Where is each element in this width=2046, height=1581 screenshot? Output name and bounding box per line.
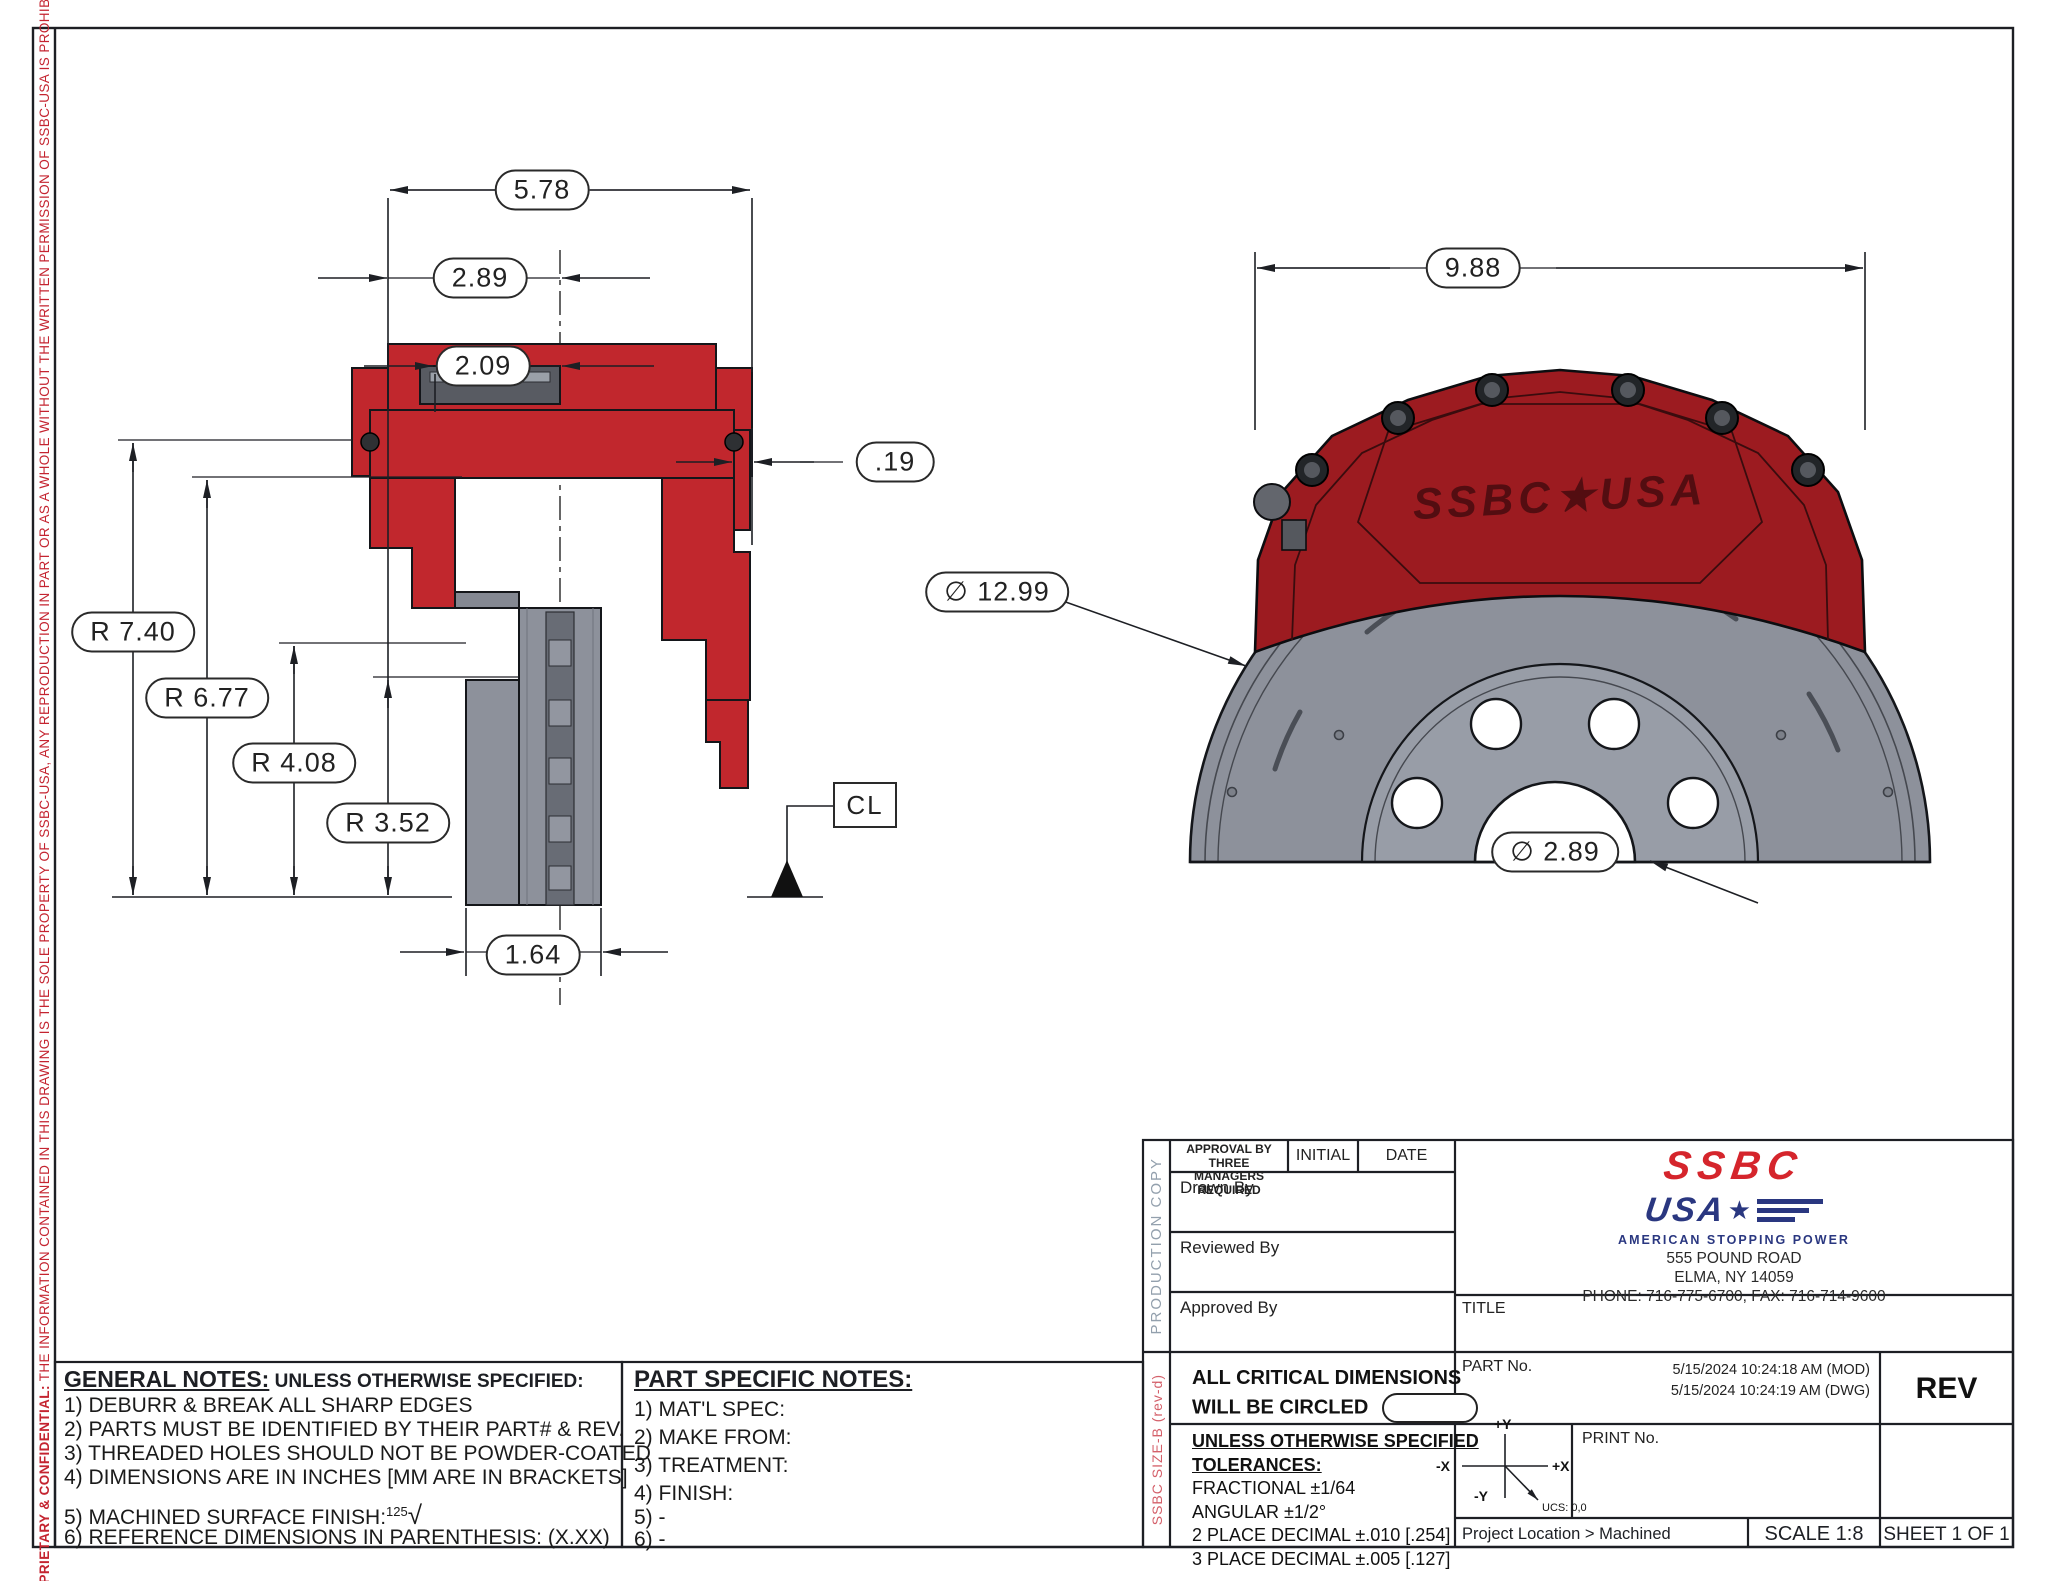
drawn-by-label: Drawn By [1180, 1178, 1254, 1197]
dim-r6-77: R 6.77 [145, 677, 269, 719]
approval-header: APPROVAL BY THREE MANAGERS REQUIRED [1172, 1142, 1286, 1197]
print-no-label: PRINT No. [1582, 1430, 1660, 1447]
logo-tagline: AMERICAN STOPPING POWER [1618, 1233, 1850, 1247]
reviewed-by-label: Reviewed By [1180, 1238, 1280, 1257]
dim-r4-08: R 4.08 [232, 742, 356, 784]
rev-label: REV [1915, 1372, 1978, 1405]
proprietary-notice-bold: PROPRIETARY & CONFIDENTIAL: [36, 1384, 52, 1581]
part-note-1: 1) MAT'L SPEC: [634, 1398, 786, 1421]
part-no-label: PART No. [1462, 1358, 1533, 1375]
balloon-sample-icon [1382, 1393, 1479, 1423]
dim-width-5-78: 5.78 [494, 169, 590, 211]
centerline-label: CL [833, 782, 897, 828]
tolerance-3-place: 3 PLACE DECIMAL ±.005 [.127] [1192, 1548, 1451, 1569]
section-view-dimensions [112, 186, 843, 976]
front-view-part [1188, 368, 1932, 864]
tolerances-header1: UNLESS OTHERWISE SPECIFIED [1192, 1431, 1479, 1451]
general-notes-heading: GENERAL NOTES: UNLESS OTHERWISE SPECIFIE… [64, 1366, 584, 1393]
logo-ssbc-text: SSBC [1661, 1144, 1807, 1188]
part-note-5: 5) - [634, 1506, 666, 1529]
critical-dims-note: ALL CRITICAL DIMENSIONS WILL BE CIRCLED [1192, 1364, 1479, 1423]
ucs-origin-label: UCS: 0,0 [1542, 1502, 1587, 1514]
tolerances-block: UNLESS OTHERWISE SPECIFIED TOLERANCES: F… [1192, 1430, 1479, 1571]
general-notes-subtitle: UNLESS OTHERWISE SPECIFIED: [269, 1371, 584, 1392]
general-notes-title: GENERAL NOTES: [64, 1366, 270, 1392]
logo-usa-text: USA [1642, 1191, 1729, 1229]
general-note-3: 3) THREADED HOLES SHOULD NOT BE POWDER-C… [64, 1442, 651, 1465]
general-note-6: 6) REFERENCE DIMENSIONS IN PARENTHESIS: … [64, 1526, 610, 1549]
company-address-line2: ELMA, NY 14059 [1674, 1269, 1794, 1286]
dim-step-19: .19 [855, 441, 935, 483]
tolerance-2-place: 2 PLACE DECIMAL ±.010 [.254] [1192, 1525, 1451, 1545]
front-view-dimensions [1059, 252, 1866, 904]
critical-dims-line1: ALL CRITICAL DIMENSIONS [1192, 1367, 1462, 1389]
company-logo: SSBC USA ★ AMERICAN STOPPING POWER 555 P… [1564, 1144, 1904, 1306]
logo-stripes-icon [1757, 1199, 1824, 1222]
dim-r3-52: R 3.52 [326, 802, 450, 844]
surface-finish-value: 125 [386, 1504, 408, 1519]
general-note-5-label: 5) MACHINED SURFACE FINISH: [64, 1506, 387, 1529]
general-note-1: 1) DEBURR & BREAK ALL SHARP EDGES [64, 1394, 473, 1417]
dim-r7-40: R 7.40 [71, 611, 195, 653]
general-note-5: 5) MACHINED SURFACE FINISH:125√ [64, 1500, 422, 1531]
dim-half-width-2-89: 2.89 [432, 257, 528, 299]
tolerance-angular: ANGULAR ±1/2° [1192, 1501, 1327, 1522]
critical-dims-line2: WILL BE CIRCLED [1192, 1396, 1369, 1419]
sheet-label: SHEET 1 OF 1 [1883, 1524, 2010, 1545]
tolerance-fractional: FRACTIONAL ±1/64 [1192, 1478, 1356, 1498]
mod-date: 5/15/2024 10:24:18 AM (MOD) [1672, 1362, 1870, 1378]
drawing-dates: 5/15/2024 10:24:18 AM (MOD) 5/15/2024 10… [1555, 1360, 1870, 1402]
project-location: Project Location > Machined [1462, 1525, 1671, 1543]
ucs-minus-x: -X [1436, 1458, 1450, 1474]
approval-header-line2: MANAGERS REQUIRED [1193, 1169, 1264, 1197]
general-note-2: 2) PARTS MUST BE IDENTIFIED BY THEIR PAR… [64, 1418, 625, 1441]
size-strip-label: SSBC SIZE-B (rev-d) [1148, 1373, 1165, 1526]
logo-star-icon: ★ [1727, 1195, 1752, 1225]
approval-header-line1: APPROVAL BY THREE [1186, 1142, 1272, 1170]
part-notes-title: PART SPECIFIC NOTES: [634, 1366, 913, 1393]
title-block-grid [53, 1138, 2015, 1549]
title-label: TITLE [1462, 1300, 1506, 1317]
ucs-axes-icon [1462, 1434, 1548, 1501]
size-strip: SSBC SIZE-B (rev-d) [1143, 1352, 1170, 1547]
part-note-2: 2) MAKE FROM: [634, 1426, 792, 1449]
dim-caliper-9-88: 9.88 [1425, 247, 1521, 289]
general-note-4: 4) DIMENSIONS ARE IN INCHES [MM ARE IN B… [64, 1466, 628, 1489]
proprietary-notice-text: THE INFORMATION CONTAINED IN THIS DRAWIN… [36, 0, 52, 1385]
tolerances-header2: TOLERANCES: [1192, 1454, 1322, 1475]
dim-inner-2-09: 2.09 [435, 345, 531, 387]
ucs-minus-y: -Y [1474, 1488, 1488, 1504]
scale-label: SCALE 1:8 [1764, 1523, 1864, 1545]
production-copy-strip: PRODUCTION COPY [1143, 1140, 1170, 1352]
ucs-plus-x: +X [1552, 1458, 1570, 1474]
part-note-4: 4) FINISH: [634, 1482, 734, 1505]
part-note-6: 6) - [634, 1528, 666, 1551]
company-address-line3: PHONE: 716-775-6700, FAX: 716-714-9600 [1582, 1288, 1886, 1305]
section-view-part [351, 250, 753, 1005]
approved-by-label: Approved By [1180, 1298, 1278, 1317]
company-address-line1: 555 POUND ROAD [1666, 1250, 1802, 1267]
date-header: DATE [1385, 1147, 1428, 1164]
surface-finish-check-icon: √ [407, 1500, 423, 1530]
dim-rotor-1-64: 1.64 [485, 934, 581, 976]
dim-rotor-dia-12-99: ∅ 12.99 [925, 571, 1069, 613]
part-note-3: 3) TREATMENT: [634, 1454, 789, 1477]
dim-bore-dia-2-89: ∅ 2.89 [1491, 831, 1619, 873]
dwg-date: 5/15/2024 10:24:19 AM (DWG) [1670, 1383, 1870, 1399]
ucs-plus-y: +Y [1494, 1416, 1512, 1432]
initial-header: INITIAL [1295, 1147, 1351, 1164]
production-copy-label: PRODUCTION COPY [1148, 1157, 1165, 1335]
surface-finish-icon: 125√ [386, 1500, 422, 1530]
proprietary-notice: PROPRIETARY & CONFIDENTIAL: THE INFORMAT… [33, 0, 55, 1581]
